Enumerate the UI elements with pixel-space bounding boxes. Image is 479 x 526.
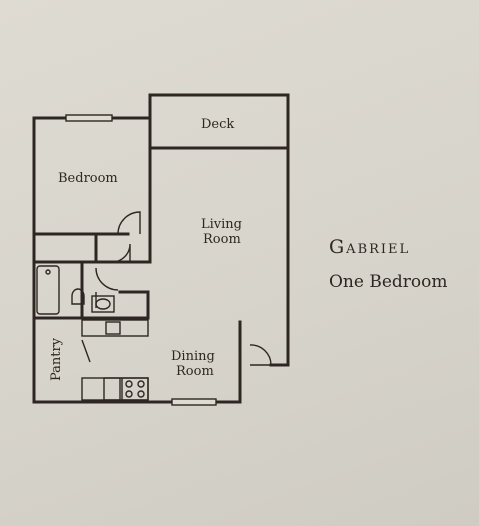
kitchen-sink bbox=[105, 321, 121, 335]
tub-drain bbox=[45, 269, 51, 275]
bedroom-label: Bedroom bbox=[58, 171, 118, 186]
dining-room-label-line2: Room bbox=[176, 364, 214, 379]
stove bbox=[121, 377, 149, 401]
plan-name: Gabriel bbox=[329, 236, 411, 258]
living-room-label-line1: Living bbox=[201, 217, 242, 232]
kitchen-counter-bottom bbox=[81, 377, 149, 401]
entry-door-swing bbox=[249, 344, 272, 366]
living-room-label-line2: Room bbox=[203, 232, 241, 247]
pantry-door bbox=[81, 339, 91, 363]
closet-door-swing bbox=[111, 243, 131, 263]
bath-sink bbox=[91, 295, 115, 313]
pantry-label: Pantry bbox=[49, 337, 64, 381]
deck-label: Deck bbox=[201, 117, 234, 132]
plan-subtitle: One Bedroom bbox=[329, 272, 448, 292]
toilet bbox=[71, 288, 85, 305]
refrigerator bbox=[103, 377, 121, 401]
deck-walls bbox=[148, 93, 290, 150]
bathtub bbox=[36, 265, 60, 315]
bedroom-window bbox=[65, 114, 113, 122]
bedroom-door-swing bbox=[117, 211, 141, 235]
dining-window bbox=[171, 398, 217, 406]
kitchen-counter-top bbox=[81, 319, 149, 337]
bath-door-swing bbox=[95, 267, 119, 291]
dining-room-label-line1: Dining bbox=[171, 349, 215, 364]
